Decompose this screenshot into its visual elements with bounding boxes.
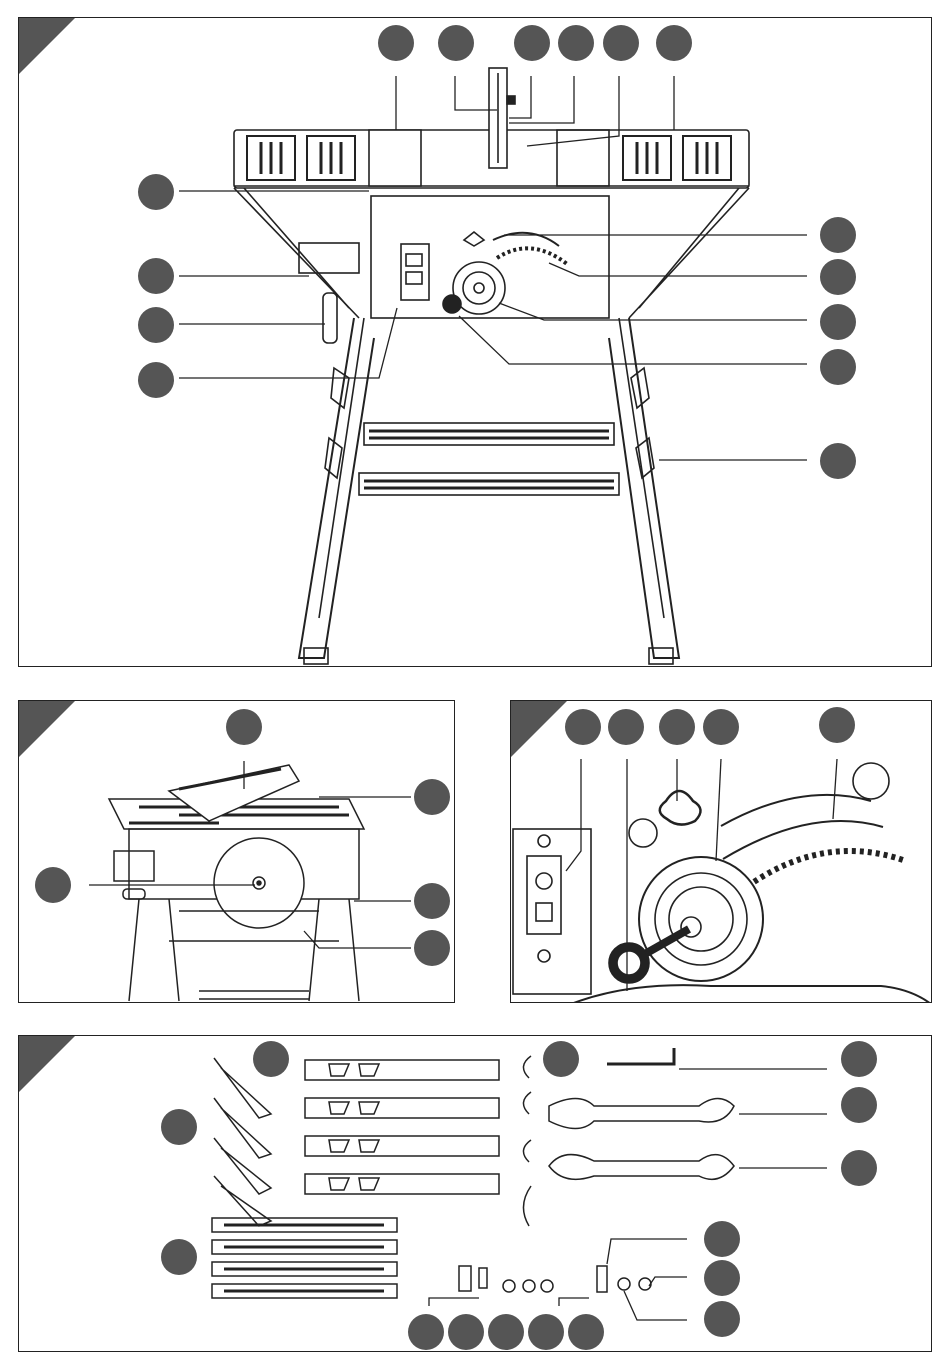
callout-fig3-5: [819, 707, 855, 743]
callout-fig4-wrench-1: [841, 1087, 877, 1123]
callout-fig3-1: [565, 709, 601, 745]
table-saw-perspective-illustration: [19, 701, 455, 1003]
figure-4-panel: [18, 1035, 932, 1352]
callout-fig3-2: [608, 709, 644, 745]
callout-left-3: [138, 307, 174, 343]
callout-fig4-bottom-4: [528, 1314, 564, 1350]
callout-fig4-wrench-2: [841, 1150, 877, 1186]
callout-top-5: [603, 25, 639, 61]
callout-top-6: [656, 25, 692, 61]
callout-right-5: [820, 443, 856, 479]
callout-right-2: [820, 259, 856, 295]
callout-fig3-3: [659, 709, 695, 745]
callout-top-2: [438, 25, 474, 61]
switch-bevel-detail-illustration: [511, 701, 932, 1003]
accessory-parts-illustration: [19, 1036, 932, 1352]
callout-left-2: [138, 258, 174, 294]
callout-top-4: [558, 25, 594, 61]
callout-fig2-right-1: [414, 779, 450, 815]
callout-fig4-hexkey: [841, 1041, 877, 1077]
callout-fig3-4: [703, 709, 739, 745]
callout-left-4: [138, 362, 174, 398]
callout-fig2-top: [226, 709, 262, 745]
callout-right-1: [820, 217, 856, 253]
callout-fig4-foot: [543, 1041, 579, 1077]
callout-right-4: [820, 349, 856, 385]
figure-1-panel: [18, 17, 932, 667]
figure-2-panel: [18, 700, 455, 1003]
callout-fig4-bottom-3: [488, 1314, 524, 1350]
callout-fig4-bracket: [253, 1041, 289, 1077]
callout-fig2-left: [35, 867, 71, 903]
callout-fig2-right-3: [414, 930, 450, 966]
callout-left-1: [138, 174, 174, 210]
callout-fig4-rails: [161, 1239, 197, 1275]
callout-fig4-leg: [161, 1109, 197, 1145]
callout-fig4-bottom-1: [408, 1314, 444, 1350]
callout-fig4-bolt: [704, 1221, 740, 1257]
callout-fig2-right-2: [414, 883, 450, 919]
callout-top-1: [378, 25, 414, 61]
callout-fig4-bottom-2: [448, 1314, 484, 1350]
callout-right-3: [820, 304, 856, 340]
callout-top-3: [514, 25, 550, 61]
callout-fig4-bottom-5: [568, 1314, 604, 1350]
callout-fig4-washer: [704, 1301, 740, 1337]
figure-3-panel: [510, 700, 932, 1003]
callout-fig4-nut: [704, 1260, 740, 1296]
